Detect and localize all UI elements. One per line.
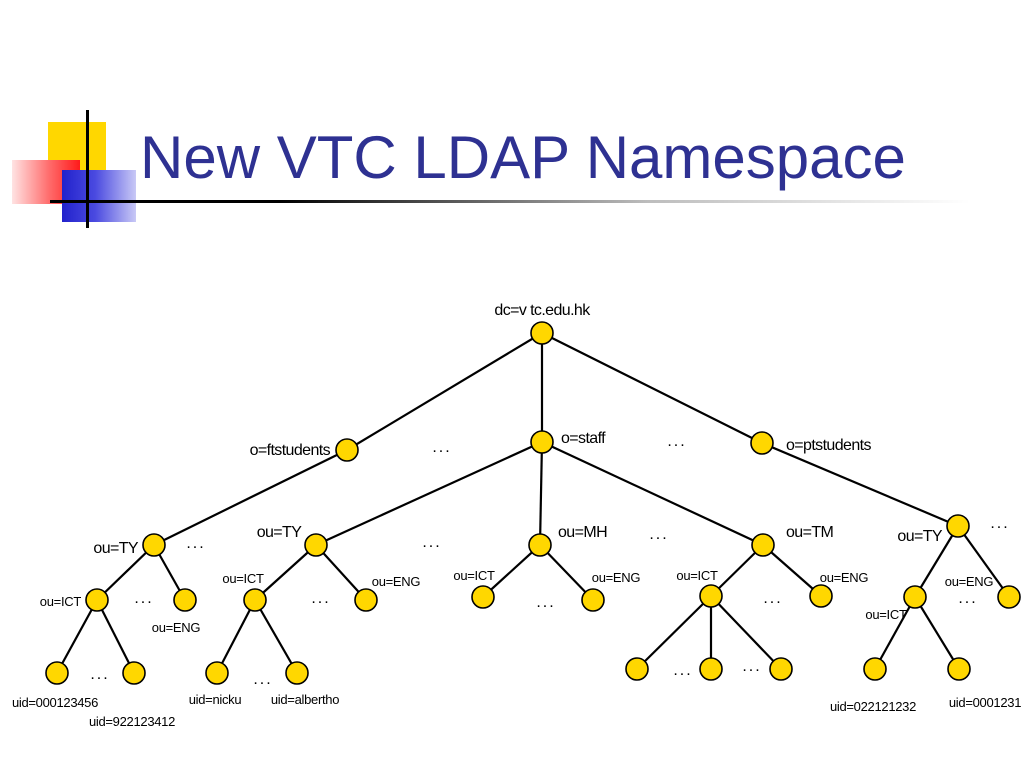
- tree-node-st_ty_ict: [243, 588, 267, 612]
- edge-st_tm-st_tm_eng: [762, 544, 822, 597]
- tree-node-staff: [530, 430, 554, 454]
- slide-title: New VTC LDAP Namespace: [140, 124, 906, 191]
- tree-node-st_mh_eng: [581, 588, 605, 612]
- edge-ft_ty-ft_ty_ict: [96, 544, 155, 601]
- edge-st_tm_ict-tm_l3: [710, 595, 782, 670]
- node-label-pt_ty: ou=TY: [897, 528, 943, 545]
- tree-node-u3: [205, 661, 229, 685]
- ellipsis-marker: ...: [649, 526, 668, 543]
- ellipsis-marker: ...: [422, 534, 441, 551]
- node-label-pt: o=ptstudents: [786, 437, 871, 454]
- tree-node-u2: [122, 661, 146, 685]
- node-label-u6: uid=0001231: [949, 695, 1021, 710]
- node-label-ft: o=ftstudents: [250, 442, 331, 459]
- ellipsis-marker: ...: [958, 590, 977, 607]
- tree-node-st_tm_eng: [809, 584, 833, 608]
- node-label-st_tm_eng: ou=ENG: [820, 570, 869, 585]
- tree-node-st_mh: [528, 533, 552, 557]
- edge-st_tm_ict-tm_l1: [636, 595, 712, 670]
- ellipsis-marker: ...: [90, 666, 109, 683]
- node-label-st_ty: ou=TY: [257, 524, 303, 541]
- decor-blue-block: [62, 170, 136, 222]
- node-label-pt_ty_eng: ou=ENG: [945, 574, 994, 589]
- node-label-st_mh_eng: ou=ENG: [592, 570, 641, 585]
- edge-pt_ty-pt_ty_eng: [957, 525, 1010, 598]
- node-label-u4: uid=albertho: [271, 692, 339, 707]
- edge-staff-st_tm: [541, 441, 764, 546]
- decor-vertical-line: [86, 110, 89, 228]
- tree-node-pt_ty_ict: [903, 585, 927, 609]
- node-label-u5: uid=022121232: [830, 699, 916, 714]
- node-label-st_mh: ou=MH: [558, 524, 607, 541]
- node-label-st_tm_ict: ou=ICT: [676, 568, 718, 583]
- edge-pt_ty_ict-u6: [914, 596, 960, 670]
- node-label-st_mh_ict: ou=ICT: [453, 568, 495, 583]
- title-underline: [50, 200, 970, 203]
- node-label-pt_ty_ict: ou=ICT: [865, 607, 907, 622]
- edge-st_tm-st_tm_ict: [710, 544, 764, 597]
- tree-node-tm_l3: [769, 657, 793, 681]
- edge-st_mh-st_mh_ict: [482, 544, 541, 598]
- edge-staff-st_mh: [538, 441, 544, 546]
- edge-pt_ty_ict-u5: [874, 596, 916, 670]
- edge-pt-pt_ty: [761, 441, 959, 528]
- tree-node-u6: [947, 657, 971, 681]
- ellipsis-marker: ...: [311, 590, 330, 607]
- edge-ft-ft_ty: [153, 449, 348, 546]
- edge-st_ty_ict-u3: [216, 599, 256, 674]
- edge-st_ty-st_ty_ict: [254, 544, 317, 601]
- tree-node-u4: [285, 661, 309, 685]
- edge-root-ft: [346, 332, 543, 451]
- ellipsis-marker: ...: [667, 433, 686, 450]
- ellipsis-marker: ...: [432, 439, 451, 456]
- tree-node-u5: [863, 657, 887, 681]
- tree-node-pt: [750, 431, 774, 455]
- node-label-u3: uid=nicku: [189, 692, 242, 707]
- tree-node-st_tm: [751, 533, 775, 557]
- node-label-u2: uid=922123412: [89, 714, 175, 729]
- edge-ft_ty_ict-u1: [56, 599, 98, 674]
- node-label-ft_ty_eng: ou=ENG: [152, 620, 201, 635]
- edge-st_ty-st_ty_eng: [315, 544, 367, 601]
- tree-node-pt_ty_eng: [997, 585, 1021, 609]
- tree-node-st_ty_eng: [354, 588, 378, 612]
- tree-node-tm_l2: [699, 657, 723, 681]
- tree-node-ft: [335, 438, 359, 462]
- ellipsis-marker: ...: [134, 590, 153, 607]
- ellipsis-marker: ...: [253, 671, 272, 688]
- tree-node-ft_ty_ict: [85, 588, 109, 612]
- node-label-ft_ty: ou=TY: [93, 540, 139, 557]
- node-label-ft_ty_ict: ou=ICT: [40, 594, 82, 609]
- edge-st_ty_ict-u4: [254, 599, 298, 674]
- tree-node-root: [530, 321, 554, 345]
- node-label-st_ty_ict: ou=ICT: [222, 571, 264, 586]
- node-label-root: dc=v tc.edu.hk: [494, 302, 591, 319]
- tree-node-st_tm_ict: [699, 584, 723, 608]
- node-label-st_tm: ou=TM: [786, 524, 834, 541]
- ellipsis-marker: ...: [186, 535, 205, 552]
- ellipsis-marker: ...: [990, 515, 1009, 532]
- tree-node-tm_l1: [625, 657, 649, 681]
- ellipsis-marker: ...: [763, 590, 782, 607]
- tree-node-pt_ty: [946, 514, 970, 538]
- edge-ft_ty_ict-u2: [96, 599, 135, 674]
- tree-node-ft_ty_eng: [173, 588, 197, 612]
- ellipsis-marker: ...: [673, 662, 692, 679]
- edge-pt_ty-pt_ty_ict: [914, 525, 959, 598]
- tree-node-st_mh_ict: [471, 585, 495, 609]
- ellipsis-marker: ...: [742, 658, 761, 675]
- edge-st_mh-st_mh_eng: [539, 544, 594, 601]
- tree-node-u1: [45, 661, 69, 685]
- edge-root-pt: [541, 332, 763, 444]
- tree-node-ft_ty: [142, 533, 166, 557]
- ellipsis-marker: ...: [536, 594, 555, 611]
- node-label-st_ty_eng: ou=ENG: [372, 574, 421, 589]
- node-label-u1: uid=000123456: [12, 695, 98, 710]
- tree-node-st_ty: [304, 533, 328, 557]
- edge-staff-st_ty: [315, 440, 543, 547]
- node-label-staff: o=staff: [561, 430, 606, 447]
